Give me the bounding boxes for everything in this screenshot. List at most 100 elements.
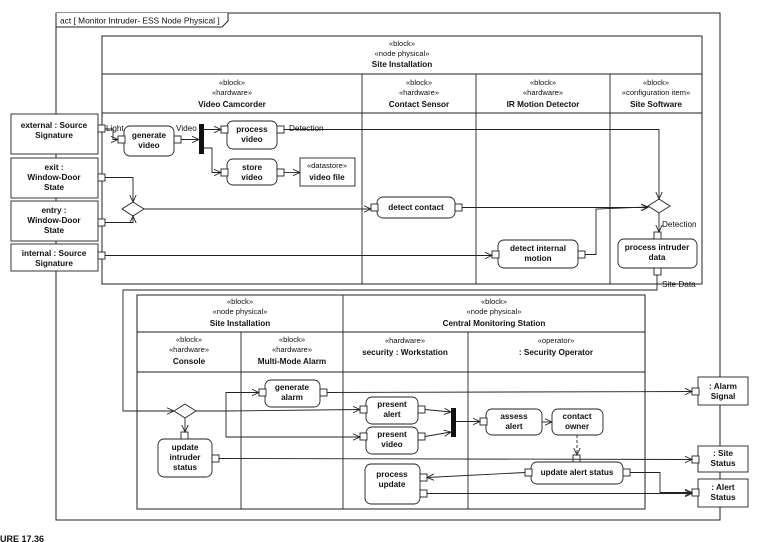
- action-pin: [220, 168, 229, 177]
- group-header-central-monitoring-station: «block» «node physical» Central Monitori…: [443, 297, 546, 328]
- svg-text:«block»: «block»: [176, 335, 202, 344]
- action-pin: [417, 405, 426, 414]
- lane-site-software: «block» «configuration item» Site Softwa…: [622, 78, 690, 109]
- merge-node: [121, 201, 145, 217]
- svg-text:Site Software: Site Software: [630, 100, 682, 109]
- svg-text:alarm: alarm: [281, 393, 303, 402]
- svg-text:«node physical»: «node physical»: [467, 307, 522, 316]
- svg-text:: Security Operator: : Security Operator: [519, 348, 594, 357]
- svg-text:store: store: [242, 163, 262, 172]
- svg-text:Site Installation: Site Installation: [372, 60, 433, 69]
- action-pin: [417, 432, 426, 441]
- svg-text:internal : Source: internal : Source: [22, 249, 87, 258]
- svg-text:update alert status: update alert status: [541, 468, 614, 477]
- svg-text:external : Source: external : Source: [21, 121, 88, 130]
- action-generate-alarm: generate alarm: [264, 379, 321, 408]
- svg-text:Site Installation: Site Installation: [210, 319, 271, 328]
- action-store-video: store video: [226, 158, 278, 186]
- action-pin: [220, 125, 229, 134]
- svg-text:contact: contact: [562, 412, 591, 421]
- svg-text:detect contact: detect contact: [388, 203, 444, 212]
- svg-text:State: State: [44, 226, 64, 235]
- svg-text:«hardware»: «hardware»: [212, 88, 252, 97]
- action-pin: [572, 454, 581, 463]
- output-alert-status: : Alert Status: [697, 478, 749, 508]
- svg-text:video: video: [241, 173, 262, 182]
- action-pin: [276, 125, 285, 134]
- svg-text:«hardware»: «hardware»: [169, 345, 209, 354]
- flow-label-detection: Detection: [289, 124, 324, 133]
- svg-text:«block»: «block»: [530, 78, 556, 87]
- svg-text:: Alarm: : Alarm: [709, 382, 737, 391]
- lane-ir-motion-detector: «block» «hardware» IR Motion Detector: [507, 78, 581, 109]
- datastore-video-file: «datastore» video file: [299, 157, 356, 187]
- output-pin: [691, 387, 700, 396]
- svg-text:IR Motion Detector: IR Motion Detector: [507, 100, 581, 109]
- svg-text:video: video: [381, 440, 402, 449]
- svg-text:generate: generate: [132, 131, 167, 140]
- input-pin: [97, 173, 106, 182]
- action-contact-owner: contact owner: [551, 408, 604, 436]
- svg-text:assess: assess: [500, 412, 528, 421]
- action-generate-video: generate video: [123, 125, 175, 157]
- svg-text:«block»: «block»: [406, 78, 432, 87]
- top-partition-header: «block» «node physical» Site Installatio…: [372, 39, 433, 69]
- svg-text:data: data: [649, 253, 666, 262]
- svg-text:Window-Door: Window-Door: [27, 216, 81, 225]
- svg-text:exit :: exit :: [44, 163, 63, 172]
- svg-text:video file: video file: [309, 173, 345, 182]
- svg-text:security : Workstation: security : Workstation: [362, 348, 448, 357]
- svg-text:owner: owner: [565, 422, 590, 431]
- svg-text:Console: Console: [173, 357, 206, 366]
- action-present-video: present video: [365, 426, 419, 455]
- frame-title-tab: [55, 13, 229, 28]
- input-external-source-signature: external : Source Signature: [10, 113, 99, 155]
- action-pin: [419, 473, 428, 482]
- svg-text:Window-Door: Window-Door: [27, 173, 81, 182]
- svg-text:: Site: : Site: [713, 449, 733, 458]
- top-partition: «block» «node physical» Site Installatio…: [101, 35, 703, 285]
- action-process-intruder-data: process intruder data: [617, 238, 698, 269]
- input-pin: [97, 218, 106, 227]
- action-pin: [359, 432, 368, 441]
- svg-text:«configuration item»: «configuration item»: [622, 88, 690, 97]
- svg-text:«block»: «block»: [389, 39, 415, 48]
- svg-text:update: update: [172, 443, 199, 452]
- svg-text:entry :: entry :: [41, 206, 66, 215]
- svg-text:Contact Sensor: Contact Sensor: [389, 100, 450, 109]
- svg-text:Status: Status: [710, 493, 735, 502]
- svg-text:«node physical»: «node physical»: [213, 307, 268, 316]
- svg-text:«hardware»: «hardware»: [272, 345, 312, 354]
- action-pin: [319, 388, 328, 397]
- flow-label-light: Light: [106, 124, 124, 133]
- figure-caption: URE 17.36: [0, 534, 44, 542]
- svg-text:video: video: [138, 141, 159, 150]
- svg-text:«block»: «block»: [279, 335, 305, 344]
- lane-security-operator: «operator» : Security Operator: [519, 336, 594, 357]
- svg-text:«block»: «block»: [643, 78, 669, 87]
- svg-text:present: present: [377, 430, 407, 439]
- input-pin: [97, 124, 106, 133]
- flow-label-detection: Detection: [662, 220, 697, 229]
- svg-text:process: process: [236, 125, 268, 134]
- output-pin: [691, 488, 700, 497]
- input-exit-window-door-state: exit : Window-Door State: [10, 157, 99, 199]
- action-pin: [258, 388, 267, 397]
- flow-label-video: Video: [176, 124, 197, 133]
- input-internal-source-signature: internal : Source Signature: [10, 243, 99, 272]
- action-pin: [370, 203, 379, 212]
- action-pin: [180, 431, 189, 440]
- action-pin: [491, 250, 500, 259]
- svg-text:update: update: [379, 480, 406, 489]
- action-detect-contact: detect contact: [376, 196, 456, 219]
- svg-text:alert: alert: [383, 410, 401, 419]
- svg-text:«hardware»: «hardware»: [385, 336, 425, 345]
- action-update-alert-status: update alert status: [530, 461, 624, 485]
- svg-text:«hardware»: «hardware»: [523, 88, 563, 97]
- action-pin: [419, 489, 428, 498]
- lane-security-workstation: «hardware» security : Workstation: [362, 336, 448, 357]
- action-detect-internal-motion: detect internal motion: [497, 239, 579, 269]
- action-process-update: process update: [364, 463, 421, 505]
- svg-text:Signature: Signature: [35, 259, 73, 268]
- flow-label-site-data: Site Data: [662, 280, 696, 289]
